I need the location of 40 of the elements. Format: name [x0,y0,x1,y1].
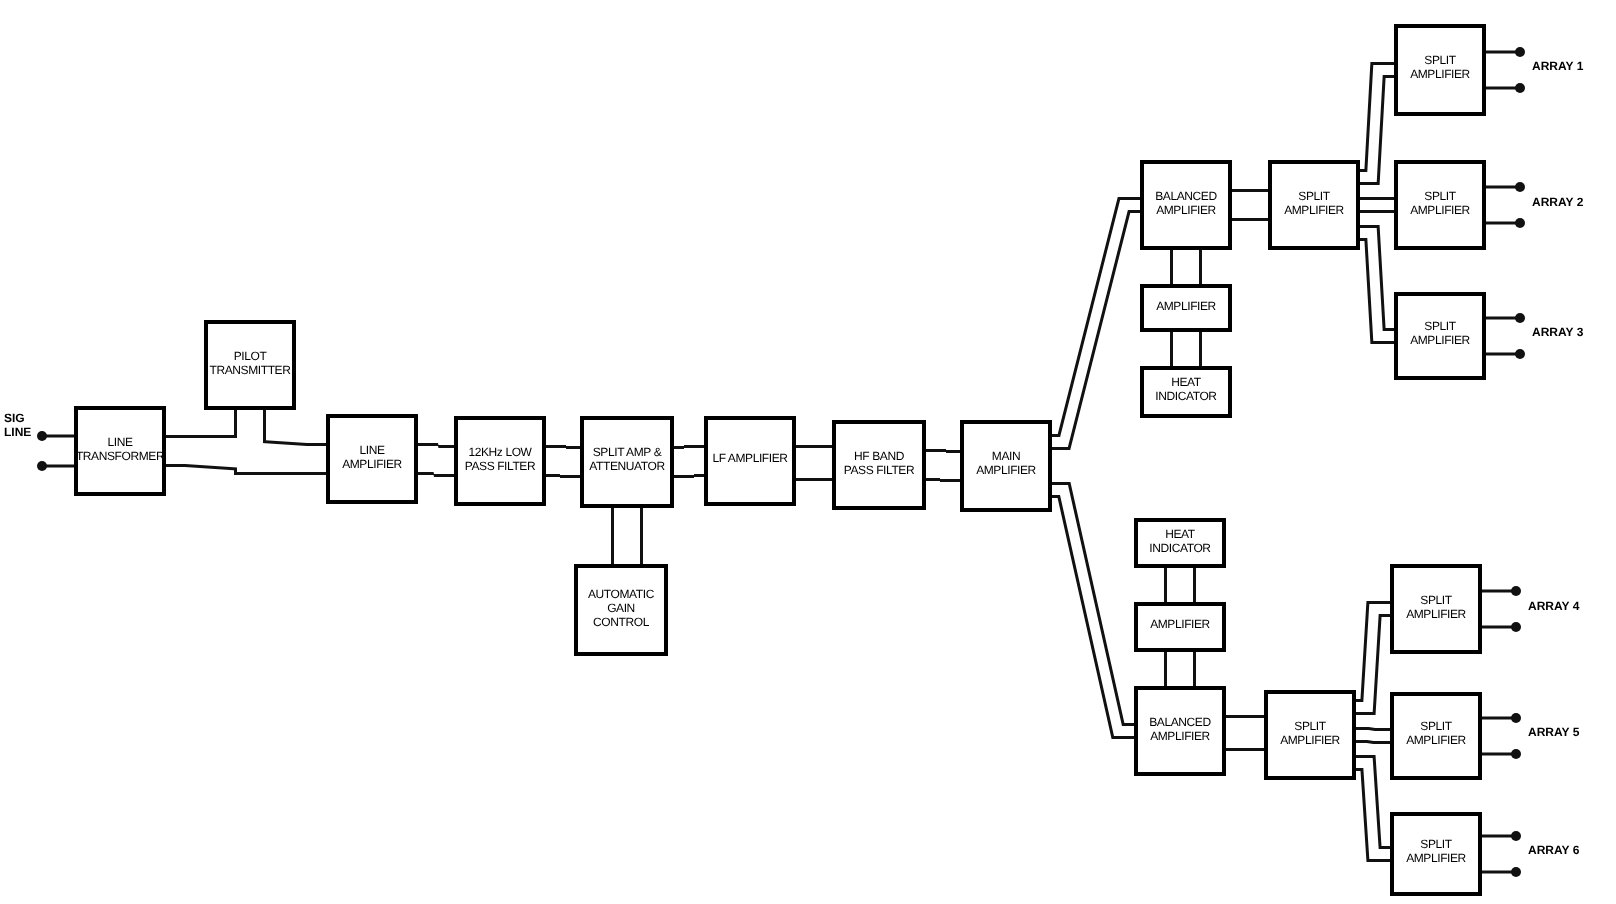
block-box [1394,160,1486,250]
wire-pair [1164,652,1196,686]
wire-pair [1356,755,1390,862]
wire-pair [1356,601,1390,715]
block-box [1390,692,1482,780]
block-box [1394,24,1486,116]
block-box [1264,690,1356,780]
wire-pair [418,443,454,477]
wire-pair [1360,225,1394,344]
block-box [704,416,796,506]
wire-pair [611,508,643,564]
wire-pair [544,445,582,478]
block-box [1134,518,1226,568]
block-box [1394,292,1486,380]
wire-pair [1360,197,1394,213]
block-box [580,416,674,508]
block-box [832,420,926,510]
block-box [204,320,296,410]
block-box [960,420,1052,512]
wire-pair [1356,727,1390,744]
block-box [326,414,418,504]
wire-pair [1052,482,1134,739]
block-box [1390,564,1482,654]
block-box [1140,160,1232,250]
wire-pair [1170,332,1202,366]
block-box [1390,812,1482,896]
wire-pair [1052,197,1140,450]
wire-pair [1232,189,1268,221]
block-box [1268,160,1360,250]
block-box [574,564,668,656]
wire-pair [1170,250,1202,284]
block-box [1140,284,1232,332]
block-box [1140,366,1232,418]
wire-pair [1360,62,1394,185]
wire-pair [1164,568,1196,602]
block-box [74,406,166,496]
block-box [1134,602,1226,652]
block-box [454,416,546,506]
block-box [1134,686,1226,776]
wire-pair [924,449,962,482]
